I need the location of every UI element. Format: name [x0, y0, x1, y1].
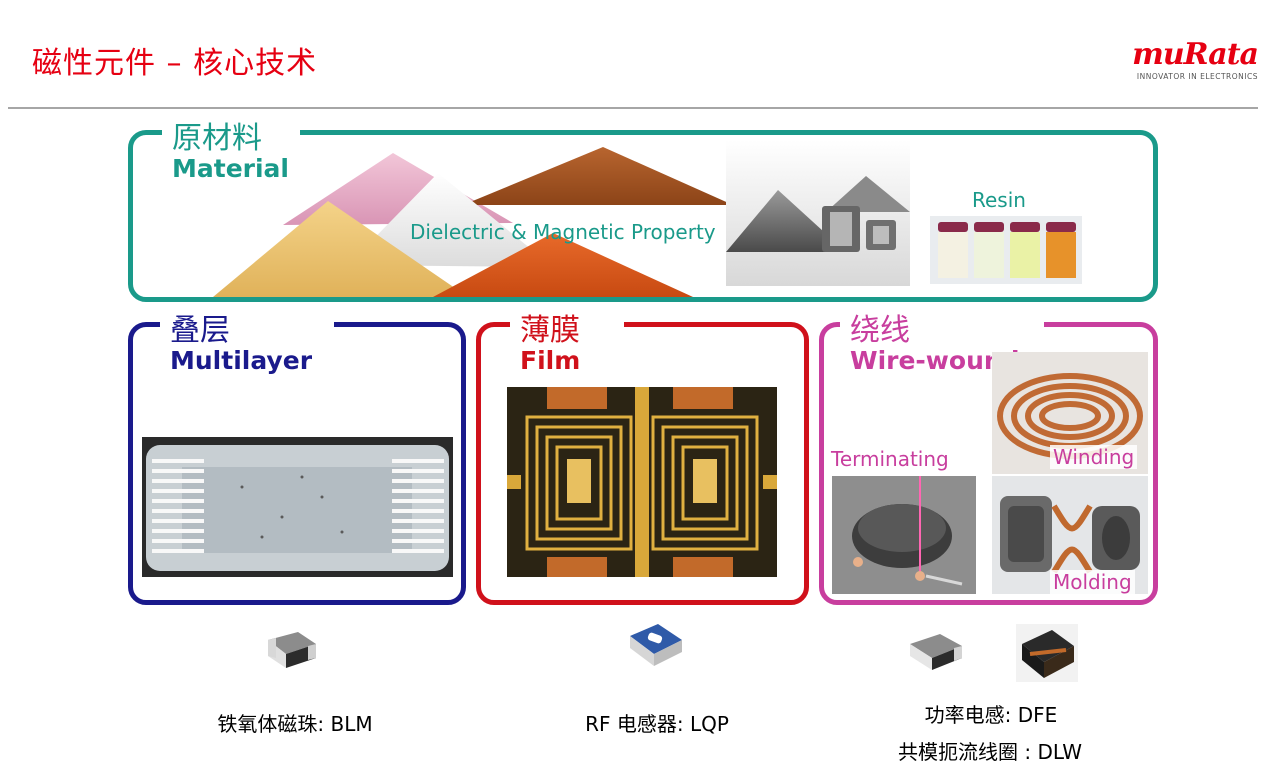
terminating-label: Terminating [831, 447, 949, 471]
dfe-chip-icon [910, 634, 962, 670]
film-spiral-coil-image [507, 387, 777, 577]
murata-logo: muRata INNOVATOR IN ELECTRONICS [1112, 37, 1259, 82]
wirewound-title-en: Wire-wound [850, 346, 1020, 375]
material-title-en: Material [172, 154, 289, 183]
wirewound-title-cn: 绕线 [850, 313, 910, 348]
material-title-cn: 原材料 [172, 121, 262, 156]
material-frame [128, 130, 1158, 302]
powder-piles-image [213, 147, 733, 297]
vial-3 [1010, 222, 1040, 278]
vial-1 [938, 222, 968, 278]
header-divider [8, 107, 1258, 109]
film-title-en: Film [520, 346, 581, 375]
white-powder [348, 173, 553, 267]
dlw-chip-icon [1016, 624, 1078, 682]
dlw-label: 共模扼流线圈 : DLW [898, 740, 1082, 764]
grey-powder-small [826, 176, 910, 212]
magnetic-powder-image [726, 140, 910, 286]
lqp-label: RF 电感器: LQP [585, 712, 729, 736]
molding-label: Molding [1050, 570, 1135, 594]
multilayer-title-cn: 叠层 [170, 313, 230, 348]
blm-label: 铁氧体磁珠: BLM [217, 712, 373, 736]
vial-4 [1046, 222, 1076, 278]
dfe-label: 功率电感: DFE [924, 703, 1058, 727]
multilayer-title-en: Multilayer [170, 346, 313, 375]
film-title-block: 薄膜 Film [510, 315, 624, 375]
material-caption: Dielectric & Magnetic Property [410, 220, 716, 244]
orange-powder [433, 233, 693, 297]
material-title-block: 原材料 Material [162, 123, 300, 183]
multilayer-chip-cross-section-image [142, 437, 453, 577]
grey-powder-large [726, 190, 846, 252]
multilayer-title-block: 叠层 Multilayer [160, 315, 334, 375]
lqp-chip-icon [630, 624, 682, 666]
terminating-image [832, 476, 976, 594]
brown-powder [463, 147, 733, 205]
logo-tagline: INNOVATOR IN ELECTRONICS [1136, 72, 1258, 81]
film-title-cn: 薄膜 [520, 313, 580, 348]
blm-chip-icon [268, 632, 316, 668]
resin-caption: Resin [972, 188, 1026, 212]
slide-title: 磁性元件 – 核心技术 [32, 46, 318, 81]
vial-2 [974, 222, 1004, 278]
yellow-powder [213, 201, 468, 297]
film-frame [476, 322, 809, 605]
wirewound-title-block: 绕线 Wire-wound [840, 315, 1044, 375]
logo-wordmark: muRata [1132, 37, 1259, 72]
winding-label: Winding [1050, 445, 1138, 469]
resin-vials-image [930, 216, 1082, 284]
